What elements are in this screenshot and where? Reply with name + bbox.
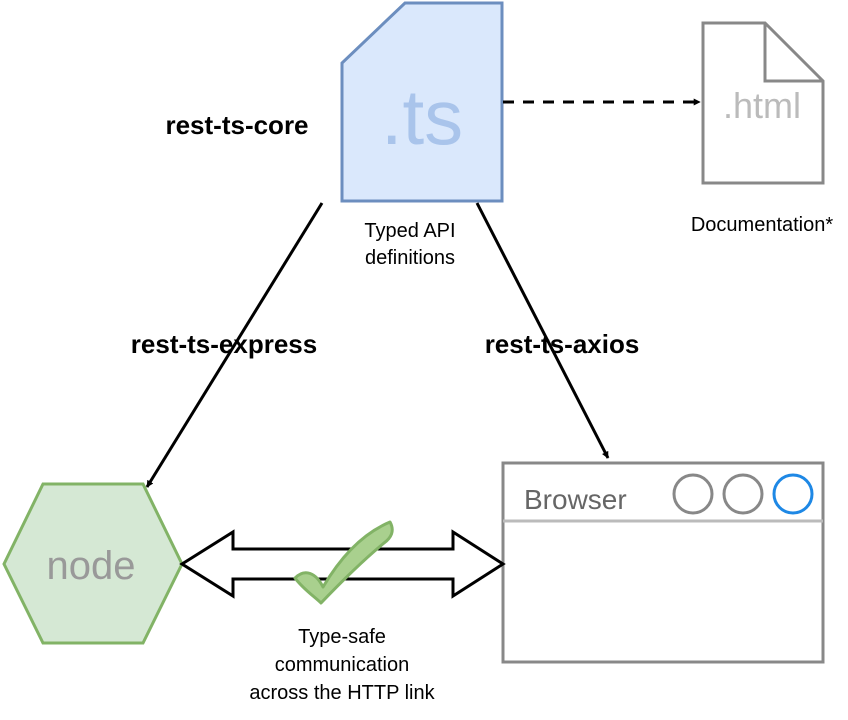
typed-api-label-line2: definitions <box>365 247 455 269</box>
typesafe-label-line3: across the HTTP link <box>249 682 435 704</box>
ts-file-icon: .ts <box>340 1 504 203</box>
node-hexagon-icon: node <box>2 482 184 645</box>
html-document-text: .html <box>723 85 801 126</box>
axios-arrow <box>475 202 610 459</box>
browser-title: Browser <box>524 484 627 515</box>
browser-blue-circle-icon <box>772 473 814 515</box>
ts-file-text: .ts <box>381 73 463 161</box>
typesafe-label-line1: Type-safe <box>298 626 386 648</box>
rest-ts-axios-label: rest-ts-axios <box>485 329 640 359</box>
browser-window-icon: Browser <box>501 461 825 664</box>
node-text: node <box>47 544 136 588</box>
browser-circle-icon <box>722 473 764 515</box>
rest-ts-express-label: rest-ts-express <box>131 329 317 359</box>
typesafe-label-line2: communication <box>275 654 410 676</box>
html-document-icon: .html <box>701 21 825 185</box>
browser-circle-icon <box>672 473 714 515</box>
express-arrow <box>145 202 324 488</box>
checkmark-icon <box>293 520 394 605</box>
typed-api-label-line1: Typed API <box>364 220 455 242</box>
rest-ts-core-label: rest-ts-core <box>165 110 308 140</box>
documentation-label: Documentation* <box>691 214 834 236</box>
